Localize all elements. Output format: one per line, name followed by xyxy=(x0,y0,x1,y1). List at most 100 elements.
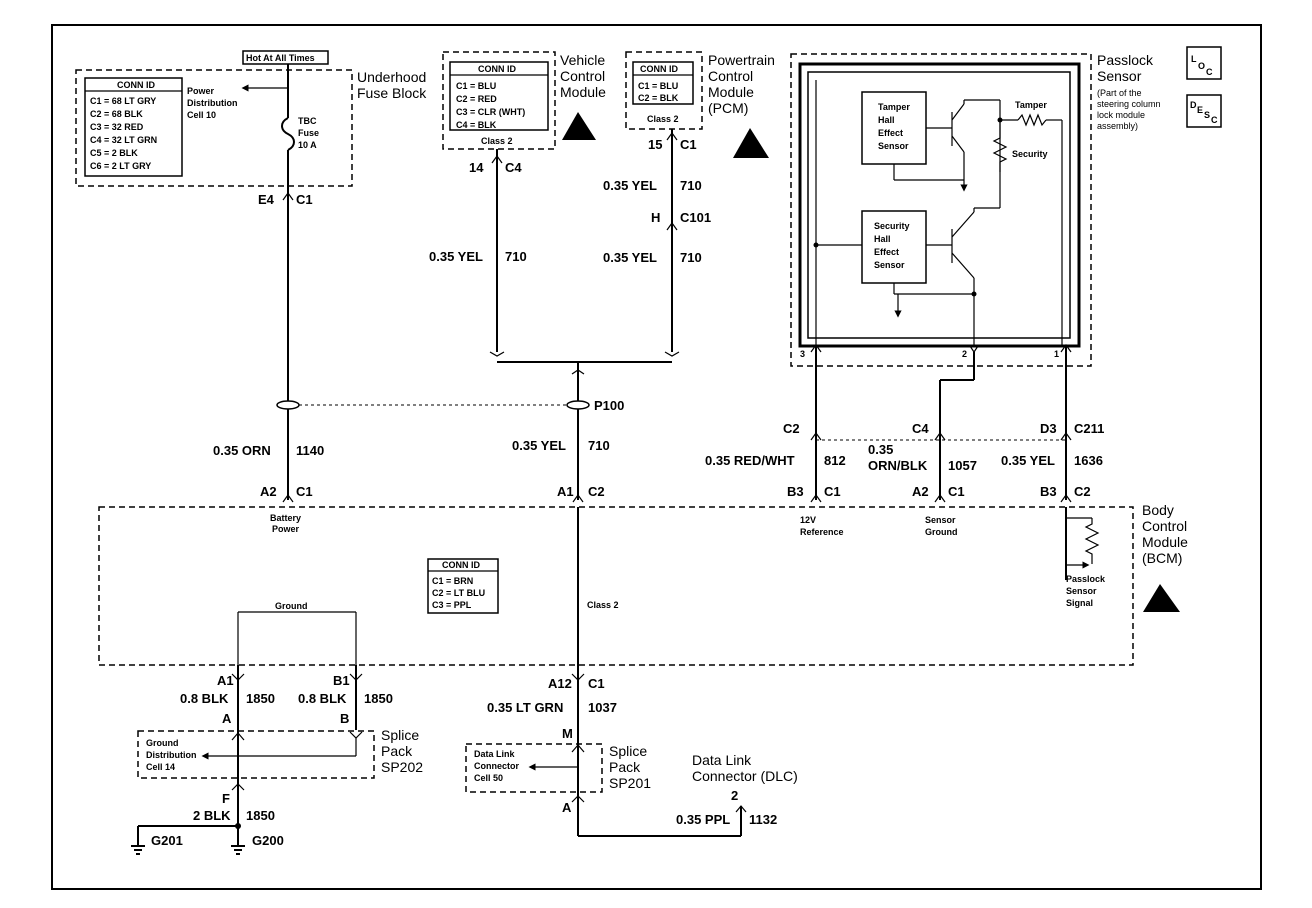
svg-text:1132: 1132 xyxy=(749,812,777,827)
svg-text:1636: 1636 xyxy=(1074,453,1103,468)
svg-text:Control: Control xyxy=(560,68,605,84)
svg-text:Power: Power xyxy=(187,86,215,96)
description-icon xyxy=(1186,94,1222,128)
svg-text:C3 = CLR (WHT): C3 = CLR (WHT) xyxy=(456,107,525,117)
svg-text:Class 2: Class 2 xyxy=(481,136,513,146)
svg-text:C4 = 32 LT GRN: C4 = 32 LT GRN xyxy=(90,135,157,145)
vehicle-control-module: CONN ID C1 = BLU C2 = RED C3 = CLR (WHT)… xyxy=(442,51,606,175)
svg-text:Control: Control xyxy=(708,68,753,84)
svg-text:TBC: TBC xyxy=(298,116,317,126)
esd-warning-icon xyxy=(562,112,596,140)
svg-text:F: F xyxy=(222,791,230,806)
svg-text:C2 = BLK: C2 = BLK xyxy=(638,93,679,103)
svg-text:E: E xyxy=(1197,105,1203,115)
svg-text:Tamper: Tamper xyxy=(1015,100,1047,110)
svg-text:Ground: Ground xyxy=(146,738,179,748)
svg-text:A1: A1 xyxy=(217,673,234,688)
location-icon xyxy=(1186,46,1222,80)
svg-text:B3: B3 xyxy=(1040,484,1057,499)
esd-warning-icon xyxy=(1143,584,1180,612)
svg-text:0.35 YEL: 0.35 YEL xyxy=(603,250,657,265)
svg-text:Passlock: Passlock xyxy=(1097,52,1154,68)
esd-warning-icon xyxy=(733,128,769,158)
svg-text:10 A: 10 A xyxy=(298,140,317,150)
svg-text:0.8 BLK: 0.8 BLK xyxy=(180,691,229,706)
svg-text:Body: Body xyxy=(1142,502,1174,518)
underhood-fuse-block: Hot At All Times CONN ID C1 = 68 LT GRY … xyxy=(75,50,427,207)
svg-text:C: C xyxy=(1206,67,1213,77)
svg-text:0.35 YEL: 0.35 YEL xyxy=(429,249,483,264)
svg-text:E4: E4 xyxy=(258,192,275,207)
splice-pack-sp201: Data Link Connector Cell 50 Splice Pack … xyxy=(465,743,651,793)
svg-text:C2: C2 xyxy=(588,484,605,499)
svg-text:G200: G200 xyxy=(252,833,284,848)
splice-battery xyxy=(276,400,300,410)
svg-text:assembly): assembly) xyxy=(1097,121,1138,131)
svg-text:CONN ID: CONN ID xyxy=(117,80,156,90)
svg-text:710: 710 xyxy=(588,438,610,453)
svg-text:Hall: Hall xyxy=(874,234,891,244)
svg-text:G201: G201 xyxy=(151,833,183,848)
svg-text:C1: C1 xyxy=(824,484,841,499)
svg-text:C2: C2 xyxy=(1074,484,1091,499)
svg-text:0.35 YEL: 0.35 YEL xyxy=(1001,453,1055,468)
svg-text:Pack: Pack xyxy=(609,759,641,775)
svg-text:S: S xyxy=(1204,110,1210,120)
svg-text:C1: C1 xyxy=(296,484,313,499)
svg-text:Security: Security xyxy=(874,221,910,231)
svg-text:1: 1 xyxy=(1054,349,1059,359)
svg-text:Sensor: Sensor xyxy=(1066,586,1097,596)
svg-text:Data Link: Data Link xyxy=(692,752,752,768)
svg-text:(BCM): (BCM) xyxy=(1142,550,1182,566)
svg-text:Pack: Pack xyxy=(381,743,413,759)
svg-text:C1: C1 xyxy=(296,192,313,207)
svg-text:15: 15 xyxy=(648,137,662,152)
svg-text:Effect: Effect xyxy=(878,128,903,138)
svg-text:C: C xyxy=(1211,115,1218,125)
svg-text:Module: Module xyxy=(560,84,606,100)
svg-text:C2 = 68 BLK: C2 = 68 BLK xyxy=(90,109,143,119)
svg-text:Distribution: Distribution xyxy=(187,98,238,108)
body-control-module: Battery Power 12V Reference Sensor Groun… xyxy=(98,502,1188,666)
svg-text:Data Link: Data Link xyxy=(474,749,516,759)
svg-text:1037: 1037 xyxy=(588,700,617,715)
svg-text:Class 2: Class 2 xyxy=(587,600,619,610)
svg-text:Security: Security xyxy=(1012,149,1048,159)
ground-g201-icon xyxy=(131,845,145,855)
svg-text:B1: B1 xyxy=(333,673,350,688)
diagram-frame xyxy=(51,24,1262,890)
svg-text:C2 = LT BLU: C2 = LT BLU xyxy=(432,588,485,598)
svg-text:Cell 14: Cell 14 xyxy=(146,762,175,772)
svg-text:Reference: Reference xyxy=(800,527,844,537)
svg-text:Cell 10: Cell 10 xyxy=(187,110,216,120)
svg-text:Distribution: Distribution xyxy=(146,750,197,760)
svg-text:Connector: Connector xyxy=(474,761,519,771)
svg-text:Sensor: Sensor xyxy=(925,515,956,525)
svg-text:CONN ID: CONN ID xyxy=(442,560,481,570)
svg-text:Powertrain: Powertrain xyxy=(708,52,775,68)
svg-text:C2 = RED: C2 = RED xyxy=(456,94,497,104)
svg-text:Splice: Splice xyxy=(381,727,419,743)
svg-text:(PCM): (PCM) xyxy=(708,100,748,116)
svg-text:A12: A12 xyxy=(548,676,572,691)
svg-text:1850: 1850 xyxy=(364,691,393,706)
svg-text:0.35: 0.35 xyxy=(868,442,893,457)
svg-text:Connector (DLC): Connector (DLC) xyxy=(692,768,798,784)
svg-text:Power: Power xyxy=(272,524,300,534)
svg-text:C6 = 2 LT GRY: C6 = 2 LT GRY xyxy=(90,161,151,171)
svg-text:C1 = BLU: C1 = BLU xyxy=(456,81,496,91)
svg-text:710: 710 xyxy=(505,249,527,264)
svg-text:Sensor: Sensor xyxy=(874,260,905,270)
svg-text:CONN ID: CONN ID xyxy=(640,64,679,74)
ground-g200-icon xyxy=(231,845,245,855)
svg-text:B3: B3 xyxy=(787,484,804,499)
svg-text:Ground: Ground xyxy=(275,601,308,611)
svg-text:Tamper: Tamper xyxy=(878,102,910,112)
svg-text:Signal: Signal xyxy=(1066,598,1093,608)
svg-text:1850: 1850 xyxy=(246,691,275,706)
svg-text:710: 710 xyxy=(680,250,702,265)
svg-text:1140: 1140 xyxy=(296,443,324,458)
svg-text:C2: C2 xyxy=(783,421,800,436)
svg-text:Hall: Hall xyxy=(878,115,895,125)
svg-text:C3 = PPL: C3 = PPL xyxy=(432,600,472,610)
